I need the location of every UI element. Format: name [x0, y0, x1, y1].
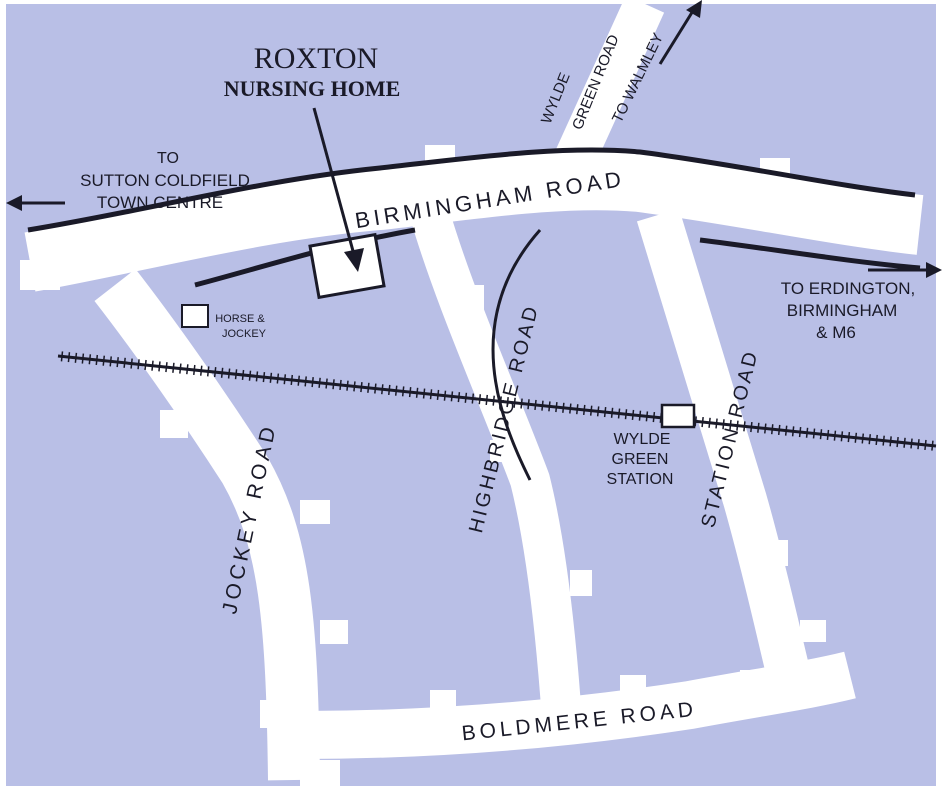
station-road-shape: [636, 208, 812, 686]
side-road-stubs: [20, 145, 826, 786]
sutton-line1: TO: [157, 150, 179, 167]
road-kerb-lines: [27, 147, 921, 481]
horse-jockey-line1: HORSE &: [215, 313, 265, 325]
erdington-line3: & M6: [816, 323, 856, 342]
station-marker-icon: [660, 403, 696, 429]
pointer-arrow-icon: [312, 107, 364, 272]
title-line1: ROXTON: [254, 42, 378, 75]
nursing-home-marker-icon: [308, 232, 386, 300]
station-label-line1: WYLDE: [614, 431, 671, 448]
arrow-up-right-icon: [658, 0, 702, 65]
sutton-line3: TOWN CENTRE: [97, 193, 223, 212]
erdington-line2: BIRMINGHAM: [787, 301, 898, 320]
title-line2: NURSING HOME: [224, 76, 401, 101]
boldmere-road-shape: [299, 651, 856, 759]
erdington-line1: TO ERDINGTON,: [781, 279, 915, 298]
station-label-line2: GREEN: [612, 451, 669, 468]
horse-jockey-marker: [181, 304, 209, 328]
sutton-line2: SUTTON COLDFIELD: [80, 171, 250, 190]
arrow-left-icon: [6, 195, 65, 211]
birmingham-road-shape: [24, 150, 924, 292]
station-label-line3: STATION: [607, 471, 674, 488]
arrow-right-icon: [868, 262, 942, 278]
horse-jockey-line2: JOCKEY: [222, 328, 267, 340]
road-network: [24, 0, 924, 781]
jockey-road-shape: [94, 269, 320, 781]
